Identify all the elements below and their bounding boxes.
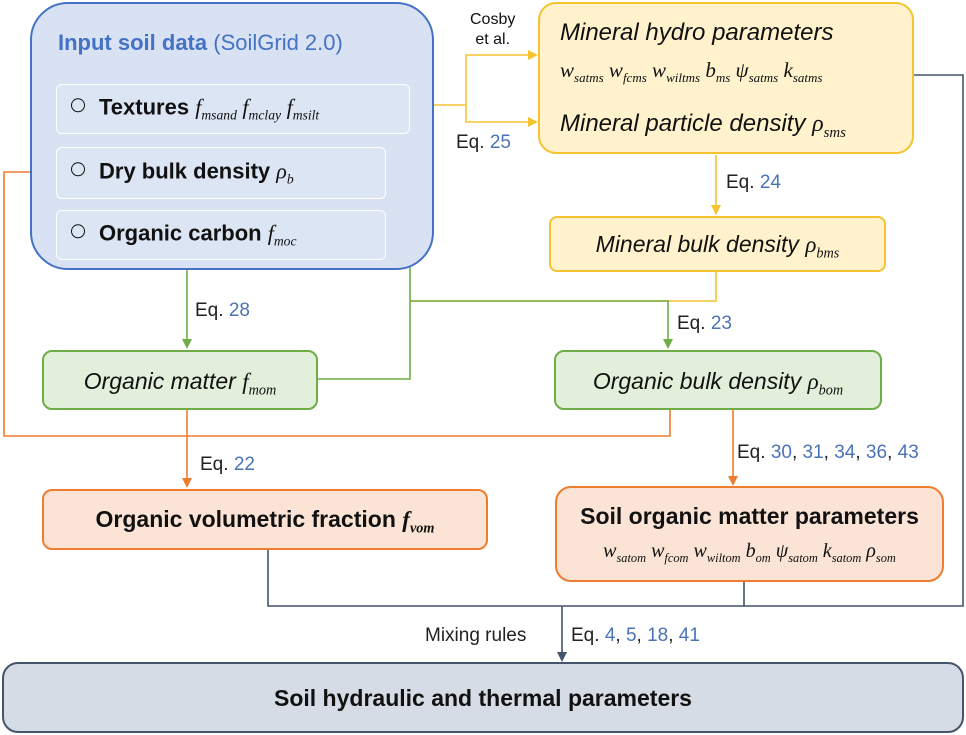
eq23-arrow	[410, 300, 673, 349]
mineral-bulk-density-box: Mineral bulk density ρbms	[549, 216, 886, 272]
eq24-label: Eq. 24	[726, 172, 781, 194]
input-title-text: Input soil data	[58, 30, 208, 55]
eq-number: 4	[604, 625, 616, 646]
organic-volumetric-fraction-box: Organic volumetric fraction fvom	[42, 489, 488, 550]
bullet-icon	[71, 162, 85, 177]
mineral-bulk-density-text: Mineral bulk density ρbms	[595, 231, 840, 262]
mineral-particle-density: Mineral particle density ρsms	[560, 110, 846, 141]
eq-number: 36	[865, 442, 888, 463]
eq-number: 41	[678, 625, 700, 646]
organic-carbon-item: Organic carbon fmoc	[56, 210, 386, 260]
cosby-arrow	[465, 50, 538, 105]
textures-label: Textures	[99, 94, 190, 120]
mineral-hydro-title: Mineral hydro parameters	[560, 19, 834, 46]
organic-matter-text: Organic matter fmom	[83, 368, 277, 399]
eq-number: 30	[770, 442, 792, 463]
organic-carbon-symbol: fmoc	[267, 220, 297, 249]
eq-number: 31	[802, 442, 824, 463]
eq-number: 24	[759, 172, 781, 193]
eq-number: 23	[710, 313, 732, 334]
mineral-bulk-title: Mineral bulk density	[595, 231, 799, 257]
organic-bulk-title: Organic bulk density	[592, 368, 802, 394]
eq28-label: Eq. 28	[195, 300, 250, 322]
organic-vol-text: Organic volumetric fraction fvom	[95, 506, 435, 537]
mineral-hydro-connector	[267, 74, 964, 607]
input-title: Input soil data (SoilGrid 2.0)	[58, 30, 343, 56]
eq-number: 22	[233, 454, 255, 475]
organic-matter-box: Organic matter fmom	[42, 350, 318, 410]
eq-mixing-label: Eq. 4, 5, 18, 41	[571, 625, 700, 646]
input-soil-data-box: Input soil data (SoilGrid 2.0) Textures …	[30, 2, 434, 270]
eq-prefix: Eq.	[456, 132, 485, 153]
cosby-line1: Cosby	[470, 11, 516, 28]
organic-carbon-label: Organic carbon	[99, 220, 262, 246]
cosby-line2: et al.	[475, 31, 511, 48]
cosby-label: Cosby et al.	[470, 10, 515, 50]
mineral-particle-title: Mineral particle density	[560, 110, 806, 137]
eq25-arrow	[465, 105, 538, 127]
organic-vol-title: Organic volumetric fraction	[95, 506, 396, 532]
eq-number: 5	[625, 625, 637, 646]
eq-number: 25	[489, 132, 511, 153]
bullet-icon	[71, 224, 85, 239]
bullet-icon	[71, 98, 85, 113]
bulk-density-left-connector	[3, 171, 671, 437]
mineral-hydro-box: Mineral hydro parameters wsatms wfcms ww…	[538, 2, 914, 154]
eq-prefix: Eq.	[677, 313, 706, 334]
textures-symbols: fmsand fmclay fmsilt	[195, 94, 320, 123]
som-symbols: wsatom wfcom wwiltom bom ψsatom ksatom ρ…	[603, 540, 896, 565]
mixing-rules-label: Mixing rules	[425, 625, 527, 646]
eq22-label: Eq. 22	[200, 454, 255, 476]
organic-matter-title: Organic matter	[83, 368, 236, 394]
input-source: (SoilGrid 2.0)	[213, 30, 343, 55]
eq-prefix: Eq.	[200, 454, 229, 475]
textures-item: Textures fmsand fmclay fmsilt	[56, 84, 410, 134]
eq30-label: Eq. 30, 31, 34, 36, 43	[737, 442, 919, 463]
soil-organic-matter-box: Soil organic matter parameters wsatom wf…	[555, 486, 944, 582]
eq23-label: Eq. 23	[677, 313, 732, 335]
output-box: Soil hydraulic and thermal parameters	[2, 662, 964, 733]
eq25-label: Eq. 25	[456, 132, 511, 154]
eq-number: 28	[228, 300, 250, 321]
eq-number: 43	[897, 442, 919, 463]
mineral-hydro-symbols: wsatms wfcms wwiltms bms ψsatms ksatms	[560, 58, 823, 86]
dry-bulk-density-item: Dry bulk density ρb	[56, 147, 386, 199]
organic-bulk-density-box: Organic bulk density ρbom	[554, 350, 882, 410]
eq-prefix: Eq.	[726, 172, 755, 193]
output-title: Soil hydraulic and thermal parameters	[274, 685, 692, 711]
bulk-density-symbol: ρb	[276, 158, 294, 187]
som-title: Soil organic matter parameters	[580, 503, 919, 529]
eq-prefix: Eq.	[195, 300, 224, 321]
eq-number: 34	[834, 442, 856, 463]
bulk-density-label: Dry bulk density	[99, 158, 271, 184]
eq-prefix: Eq.	[737, 442, 766, 463]
eq-number: 18	[647, 625, 669, 646]
eq-prefix: Eq.	[571, 625, 600, 646]
organic-bulk-density-text: Organic bulk density ρbom	[592, 368, 844, 399]
mineral-bulk-connector	[410, 272, 717, 302]
